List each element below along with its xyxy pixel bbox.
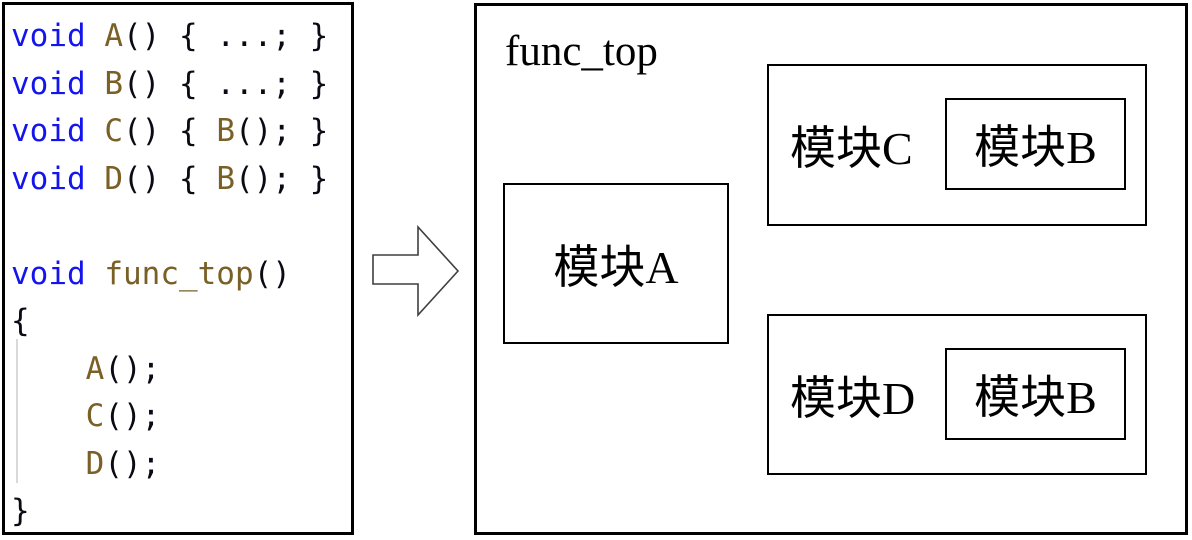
- right-block-arrow-icon: [372, 225, 460, 317]
- code-token-pl: (): [253, 255, 291, 292]
- code-token-fn: func_top: [104, 255, 254, 292]
- module-d-label: 模块D: [790, 372, 916, 424]
- code-line: }: [11, 488, 349, 536]
- code-panel: void A() { ...; }void B() { ...; }void C…: [2, 2, 354, 535]
- code-line: [11, 203, 349, 251]
- code-line: void C() { B(); }: [11, 108, 349, 156]
- code-token-pl: [11, 446, 86, 482]
- module-a-box: 模块A: [503, 183, 729, 344]
- code-token-pl: () { ...; }: [123, 65, 329, 102]
- code-token-pl: [86, 256, 105, 292]
- code-line: void func_top(): [11, 251, 349, 299]
- code-token-pl: {: [11, 303, 30, 339]
- func-top-title: func_top: [505, 28, 658, 75]
- code-token-kw: void: [11, 65, 86, 102]
- code-token-fn: B: [104, 65, 123, 102]
- module-d-box: 模块D 模块B: [767, 314, 1147, 475]
- code-line: D();: [11, 441, 349, 489]
- code-line: void D() { B(); }: [11, 156, 349, 204]
- code-token-fn: B: [216, 113, 235, 149]
- module-c-label: 模块C: [790, 123, 913, 174]
- code-token-kw: void: [11, 160, 86, 197]
- indent-guide-line: [16, 339, 18, 483]
- module-b-in-d-label: 模块B: [974, 372, 1097, 423]
- code-line: C();: [11, 393, 349, 441]
- code-token-pl: ();: [104, 398, 161, 434]
- code-token-fn: B: [216, 160, 235, 197]
- module-c-box: 模块C 模块B: [767, 64, 1147, 226]
- code-token-kw: void: [11, 113, 86, 149]
- arrow-shape: [372, 225, 460, 317]
- code-token-pl: [11, 351, 86, 387]
- code-listing: void A() { ...; }void B() { ...; }void C…: [11, 13, 349, 536]
- code-token-pl: [86, 66, 105, 102]
- code-token-pl: (); }: [235, 113, 329, 149]
- module-b-in-c-box: 模块B: [945, 98, 1126, 190]
- code-line: void A() { ...; }: [11, 13, 349, 61]
- code-token-pl: }: [11, 493, 30, 529]
- code-token-fn: A: [104, 18, 123, 54]
- code-token-pl: () { ...; }: [123, 18, 329, 54]
- code-token-kw: void: [11, 18, 86, 54]
- code-line: {: [11, 298, 349, 346]
- code-token-fn: A: [85, 350, 105, 387]
- func-top-panel: func_top 模块A 模块C 模块B 模块D 模块B: [474, 3, 1188, 535]
- code-token-pl: [86, 113, 105, 149]
- code-token-fn: D: [104, 160, 123, 197]
- code-token-pl: ();: [104, 350, 161, 387]
- code-token-pl: (); }: [235, 160, 329, 197]
- code-token-pl: [86, 161, 105, 197]
- module-b-in-d-box: 模块B: [945, 348, 1126, 440]
- code-token-kw: void: [11, 255, 86, 292]
- module-b-in-c-label: 模块B: [974, 122, 1097, 173]
- code-token-pl: () {: [123, 113, 217, 149]
- code-token-pl: [86, 18, 105, 54]
- code-line: void B() { ...; }: [11, 61, 349, 109]
- code-token-pl: [11, 398, 86, 434]
- code-token-fn: C: [104, 113, 123, 149]
- module-a-label: 模块A: [553, 241, 679, 293]
- code-line: A();: [11, 346, 349, 394]
- code-token-pl: ();: [104, 445, 161, 482]
- code-token-pl: () {: [123, 160, 217, 197]
- code-token-fn: D: [85, 445, 105, 482]
- code-token-fn: C: [85, 398, 105, 434]
